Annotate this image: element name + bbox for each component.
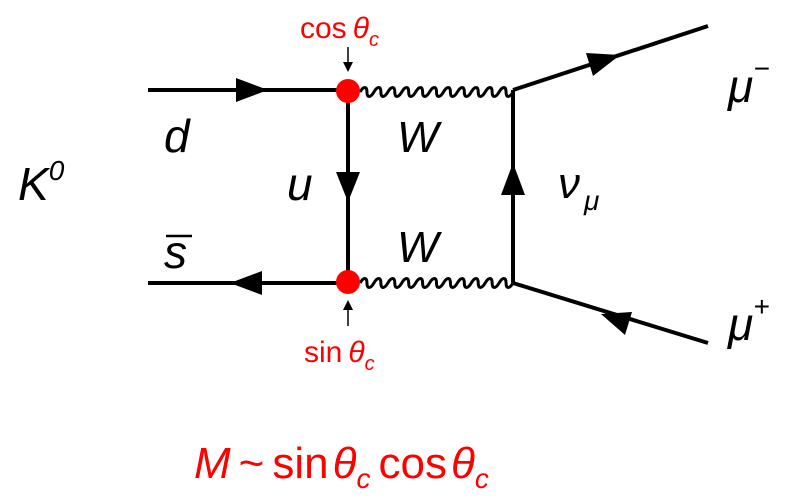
- w-bottom-label: W: [397, 223, 442, 272]
- mu-plus-line: [512, 281, 709, 345]
- cos-pointer-arrow: [343, 47, 353, 72]
- s-antiquark-label: s: [164, 226, 187, 278]
- w-top-label: W: [397, 113, 442, 162]
- u-quark-label: u: [287, 158, 313, 210]
- mu-minus-arrow: [586, 53, 620, 76]
- vertex-top: [336, 79, 360, 103]
- mu-minus-label: μ−: [727, 53, 770, 112]
- sin-pointer-arrow: [343, 300, 353, 326]
- mu-plus-label: μ+: [727, 291, 770, 350]
- s-antiquark-arrow: [230, 271, 262, 295]
- u-quark-arrow: [336, 172, 360, 202]
- w-boson-bottom-line: [358, 277, 515, 289]
- neutrino-arrow: [501, 163, 525, 195]
- mu-plus-arrow: [601, 312, 632, 335]
- d-quark-label: d: [164, 110, 191, 162]
- vertex-bottom: [336, 270, 360, 294]
- d-quark-arrow: [236, 78, 268, 102]
- w-boson-top-line: [358, 86, 515, 98]
- kaon-label: K0: [18, 155, 65, 210]
